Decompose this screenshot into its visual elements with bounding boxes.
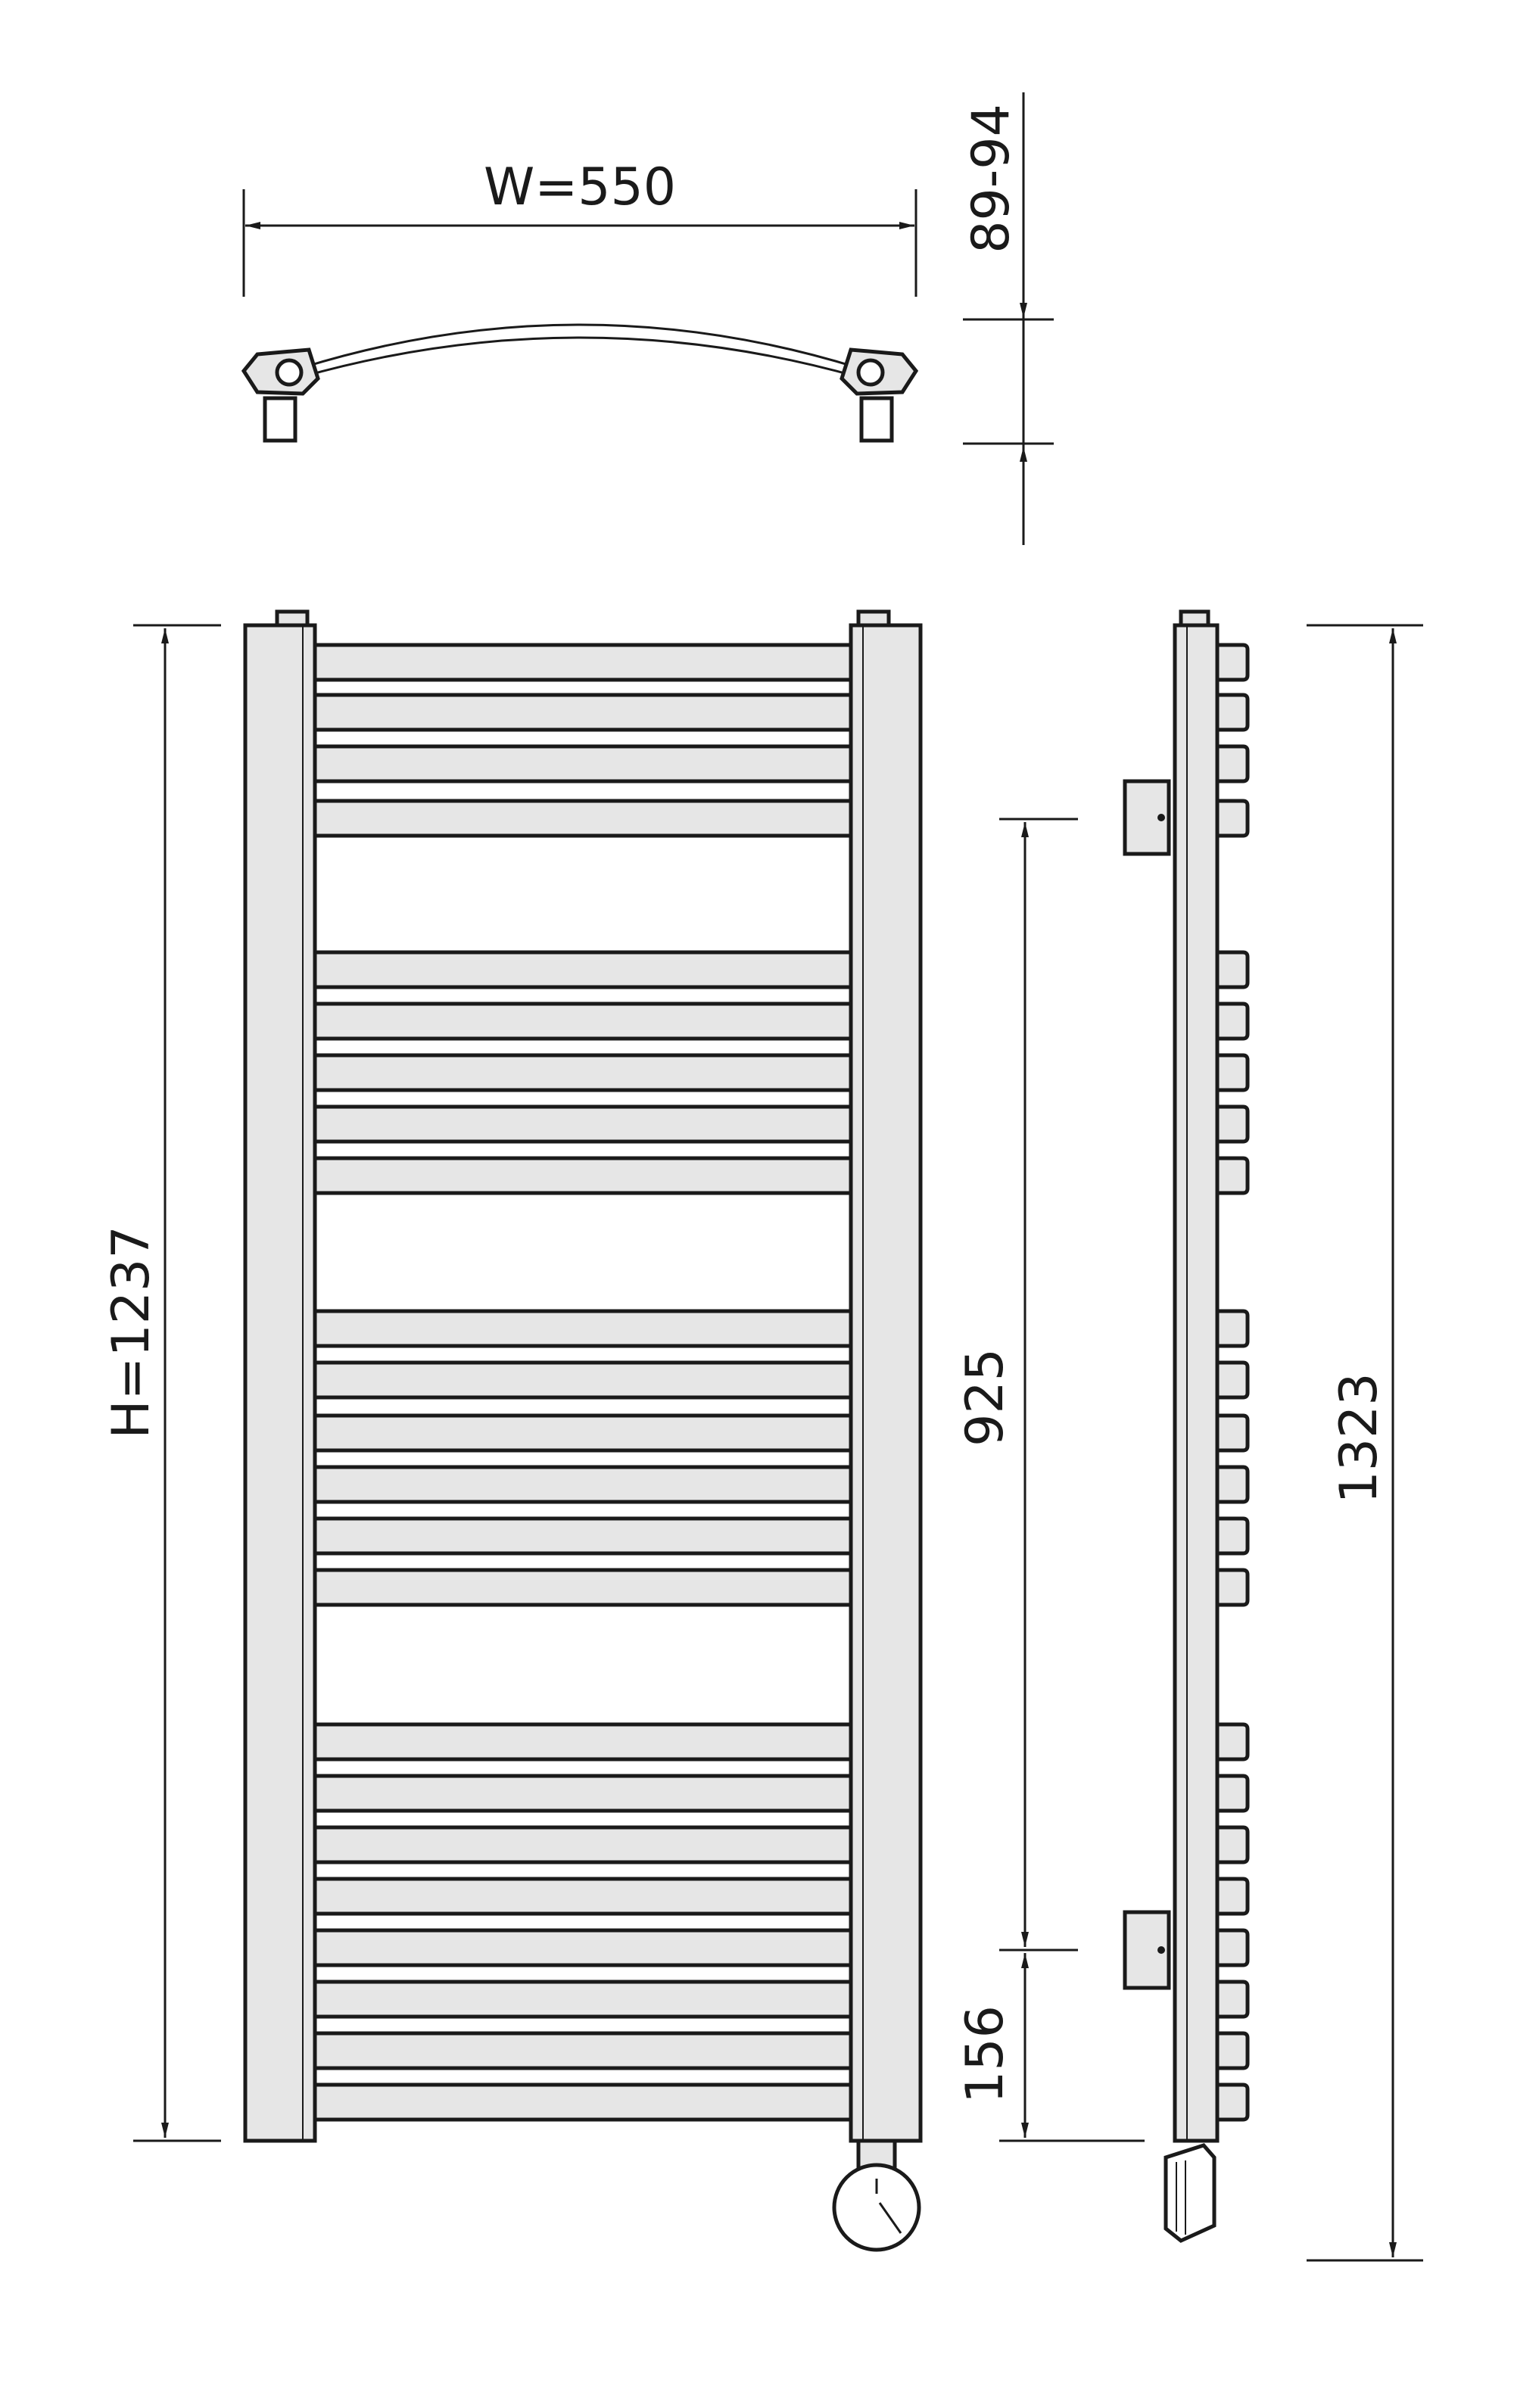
side-bar-profile [1215,1156,1250,1195]
side-view: 1323 925 156 [955,609,1423,2262]
side-bar-profile [1215,1877,1250,1916]
depth-label: 89-94 [961,104,1021,254]
side-bar-profile [1215,1360,1250,1400]
side-bar-profile [1215,1309,1250,1348]
top-view: W=550 89-94 [241,92,1054,545]
horizontal-bar [313,1722,853,1762]
side-heater-body [1164,2143,1216,2243]
connection-spacing-label: 925 [955,1348,1015,1447]
side-bar-profile [1215,1980,1250,2019]
horizontal-bar [313,1928,853,1967]
side-bar-profile [1215,1722,1250,1762]
side-bar-profile [1215,2082,1250,2122]
bottom-offset-label: 156 [955,2005,1015,2104]
horizontal-bar [313,1774,853,1813]
left-wall-mount [263,396,298,443]
lower-bracket-screw [1157,1946,1165,1954]
thermostat-knob [832,2163,921,2252]
horizontal-bar [313,1465,853,1504]
horizontal-bar [313,643,853,682]
horizontal-bar [313,1156,853,1195]
side-bar-profile [1215,744,1250,783]
side-bar-profile [1215,1774,1250,1813]
horizontal-bar [313,1413,853,1453]
total-height-label: 1323 [1329,1372,1389,1503]
horizontal-bar [313,1980,853,2019]
side-bar-profile [1215,1413,1250,1453]
horizontal-bars [313,643,853,2122]
left-collector [243,623,317,2143]
left-top-cap [275,609,310,628]
height-label: H=1237 [101,1226,161,1438]
upper-bracket-screw [1157,814,1165,821]
front-view: H=1237 [101,609,923,2252]
horizontal-bar [313,693,853,732]
horizontal-bar [313,1002,853,1041]
horizontal-bar [313,2082,853,2122]
width-label: W=550 [484,157,676,217]
side-collector [1173,623,1220,2143]
horizontal-bar [313,744,853,783]
horizontal-bar [313,1568,853,1607]
side-bar-profile [1215,1928,1250,1967]
curved-rail-front [301,323,859,369]
side-bar-profile [1215,1825,1250,1864]
side-bar-profile [1215,1104,1250,1144]
side-bar-profile [1215,693,1250,732]
horizontal-bar [313,1516,853,1556]
horizontal-bar [313,2031,853,2070]
horizontal-bar [313,1825,853,1864]
knob-pointer [878,2202,902,2234]
side-bar-profile [1215,643,1250,682]
side-bar-profile [1215,799,1250,838]
curved-rail-back [301,336,859,378]
right-wall-mount [859,396,894,443]
right-collector [849,623,923,2143]
horizontal-bar [313,1053,853,1092]
side-top-cap [1179,609,1210,628]
horizontal-bar [313,1360,853,1400]
side-bar-profile [1215,1053,1250,1092]
horizontal-bar [313,1104,853,1144]
horizontal-bar [313,799,853,838]
horizontal-bar [313,1309,853,1348]
side-bar-profile [1215,950,1250,989]
left-bracket-screw [275,358,304,387]
right-bracket-screw [856,358,885,387]
side-bar-profile [1215,1568,1250,1607]
bar-profiles [1215,643,1250,2122]
side-bar-profile [1215,2031,1250,2070]
horizontal-bar [313,1877,853,1916]
side-bar-profile [1215,1516,1250,1556]
right-top-cap [856,609,891,628]
side-bar-profile [1215,1002,1250,1041]
horizontal-bar [313,950,853,989]
side-bar-profile [1215,1465,1250,1504]
